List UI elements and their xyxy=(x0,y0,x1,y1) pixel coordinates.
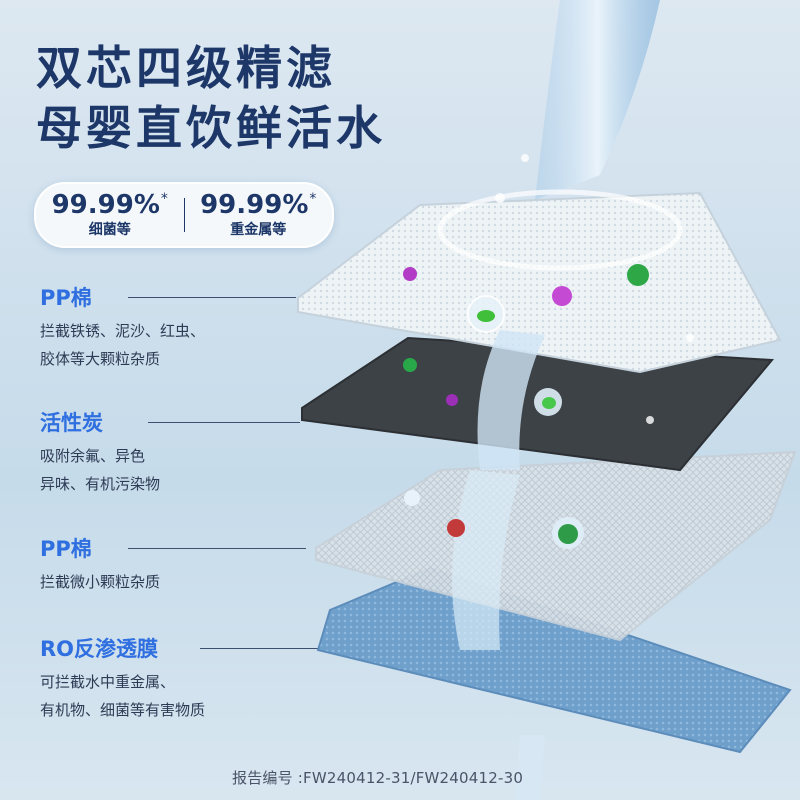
pp-cotton-layer-1 xyxy=(297,191,782,374)
splash-icon xyxy=(437,189,683,271)
layer-desc-line: 拦截铁锈、泥沙、红虫、 xyxy=(40,322,206,340)
footnote-mark: * xyxy=(160,191,168,207)
headline-line-2: 母婴直饮鲜活水 xyxy=(36,101,386,155)
bubble-icon xyxy=(495,193,505,203)
falling-water-icon xyxy=(477,330,545,470)
purple-bacteria-icon xyxy=(403,267,417,281)
heavy-metal-rate: 99.99% xyxy=(200,190,309,220)
layer-desc-line: 可拦截水中重金属、 xyxy=(40,673,176,691)
layer-desc: 拦截微小颗粒杂质 xyxy=(40,568,160,596)
water-stream-icon xyxy=(535,0,660,200)
footnote-mark: * xyxy=(309,191,317,207)
layer-desc-line: 吸附余氟、异色 xyxy=(40,447,146,465)
headline: 双芯四级精滤 母婴直饮鲜活水 xyxy=(36,38,386,158)
green-bacteria-icon xyxy=(403,358,417,372)
badge-divider xyxy=(183,198,185,232)
headline-line-1: 双芯四级精滤 xyxy=(36,41,336,95)
layer-desc-line: 异味、有机污染物 xyxy=(40,475,161,493)
red-particle-icon xyxy=(447,519,465,537)
green-bacteria-icon xyxy=(627,264,649,286)
bacteria-rate: 99.99% xyxy=(51,190,160,220)
leader-line-2 xyxy=(148,422,300,423)
falling-water-icon xyxy=(452,470,520,650)
layer-pp-2: PP棉 拦截微小颗粒杂质 xyxy=(40,536,160,596)
layer-desc-line: 拦截微小颗粒杂质 xyxy=(40,573,161,591)
layer-name: 活性炭 xyxy=(40,411,103,435)
bubble-icon xyxy=(521,154,529,162)
layer-pp-1: PP棉 拦截铁锈、泥沙、红虫、 胶体等大颗粒杂质 xyxy=(40,285,205,373)
leader-line-4 xyxy=(200,648,318,649)
layer-name: RO反渗透膜 xyxy=(40,637,159,661)
outlet-stream-icon xyxy=(515,735,545,800)
layer-ro: RO反渗透膜 可拦截水中重金属、 有机物、细菌等有害物质 xyxy=(40,636,205,724)
report-number: 报告编号 :FW240412-31/FW240412-30 xyxy=(232,769,524,787)
bubble-icon xyxy=(646,416,654,424)
layer-carbon: 活性炭 吸附余氟、异色 异味、有机污染物 xyxy=(40,410,160,498)
layer-desc: 吸附余氟、异色 异味、有机污染物 xyxy=(40,442,160,498)
layer-desc: 拦截铁锈、泥沙、红虫、 胶体等大颗粒杂质 xyxy=(40,317,205,373)
purity-badge: 99.99%* 细菌等 99.99%* 重金属等 xyxy=(34,182,334,248)
purple-bacteria-icon xyxy=(446,394,458,406)
heavy-metal-label: 重金属等 xyxy=(230,222,287,238)
leader-line-3 xyxy=(128,548,306,549)
leader-line-1 xyxy=(128,297,296,298)
layer-desc-line: 胶体等大颗粒杂质 xyxy=(40,350,161,368)
bacteria-label: 细菌等 xyxy=(88,222,131,238)
bacteria-stat: 99.99%* 细菌等 xyxy=(36,191,184,239)
layer-desc: 可拦截水中重金属、 有机物、细菌等有害物质 xyxy=(40,668,205,724)
pp-cotton-layer-2 xyxy=(315,450,797,642)
bubble-icon xyxy=(404,490,420,506)
layer-desc-line: 有机物、细菌等有害物质 xyxy=(40,701,206,719)
green-pill-icon xyxy=(542,397,556,409)
purple-bacteria-icon xyxy=(552,286,572,306)
heavy-metal-stat: 99.99%* 重金属等 xyxy=(185,191,333,239)
green-bacteria-icon xyxy=(558,524,578,544)
layer-name: PP棉 xyxy=(40,537,92,561)
layer-name: PP棉 xyxy=(40,286,92,310)
bubble-icon xyxy=(686,334,694,342)
green-pill-icon xyxy=(477,310,495,322)
